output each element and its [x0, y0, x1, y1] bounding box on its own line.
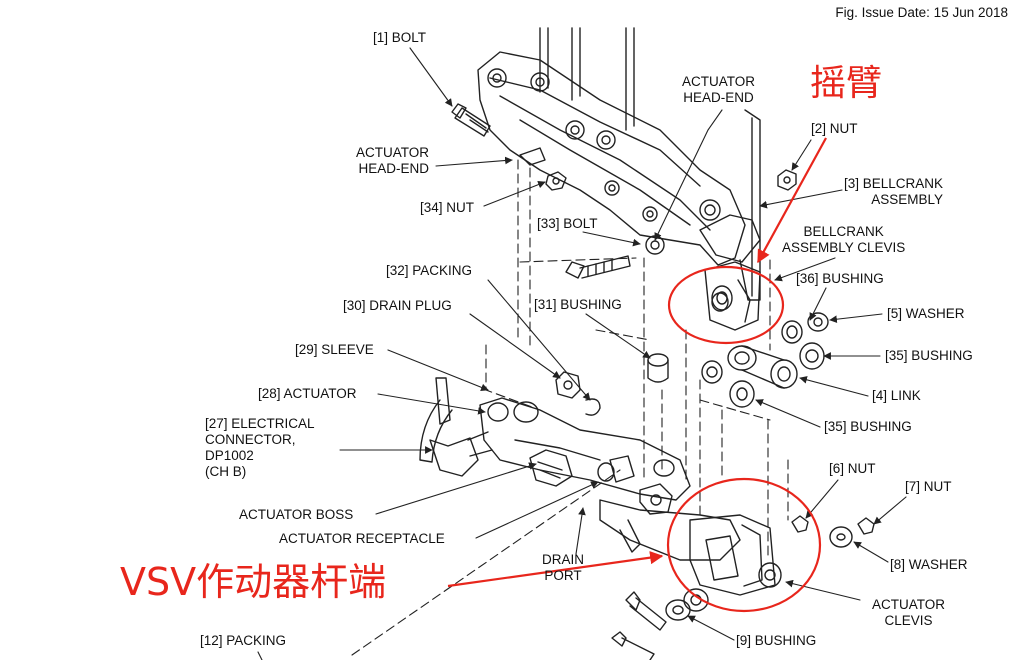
- rod-end-arrow: [447, 551, 664, 588]
- label-packing-32: [32] PACKING: [386, 263, 473, 278]
- leader-lines: [257, 47, 907, 660]
- label-actuator-receptacle: ACTUATOR RECEPTACLE: [279, 531, 445, 546]
- label-sleeve-29: [29] SLEEVE: [295, 342, 374, 357]
- link-bushings-art: [701, 292, 829, 408]
- red-annotations: [447, 137, 827, 613]
- label-washer-5: [5] WASHER: [887, 306, 965, 321]
- rod-end-circle: [666, 477, 822, 613]
- label-bolt-33: [33] BOLT: [537, 216, 598, 231]
- label-bushing-36: [36] BUSHING: [796, 271, 884, 286]
- issue-date: Fig. Issue Date: 15 Jun 2018: [835, 5, 1008, 20]
- label-washer-8: [8] WASHER: [890, 557, 968, 572]
- label-packing-12: [12] PACKING: [200, 633, 287, 648]
- label-bolt-1: [1] BOLT: [373, 30, 427, 45]
- label-bushing-31: [31] BUSHING: [534, 297, 622, 312]
- nut-2-art: [777, 169, 797, 191]
- label-bushing-35a: [35] BUSHING: [885, 348, 973, 363]
- rocker-arm-arrow: [757, 137, 827, 264]
- bushing-31-art: [647, 353, 669, 383]
- rocker-arm-circle: [667, 265, 785, 345]
- label-nut-34: [34] NUT: [420, 200, 475, 215]
- label-drain-plug-30: [30] DRAIN PLUG: [343, 298, 452, 313]
- label-nut-6: [6] NUT: [829, 461, 876, 476]
- label-nut-2: [2] NUT: [811, 121, 858, 136]
- label-bushing-35b: [35] BUSHING: [824, 419, 912, 434]
- bellcrank-housing: [477, 51, 761, 301]
- assembly-center-lines: [351, 159, 789, 656]
- label-actuator-head-end-left: ACTUATOR HEAD-END: [356, 145, 430, 176]
- label-bellcrank-clevis: BELLCRANK ASSEMBLY CLEVIS: [782, 224, 906, 255]
- connector-27-art: [419, 377, 493, 477]
- nut-34-art: [545, 171, 567, 191]
- vsv-actuator-body: [479, 397, 741, 561]
- drain-plug-art: [555, 371, 601, 416]
- label-actuator-clevis: ACTUATOR CLEVIS: [872, 597, 946, 628]
- callout-vsv-rod-end: VSV作动器杆端: [120, 560, 387, 604]
- label-connector-27: [27] ELECTRICAL CONNECTOR, DP1002 (CH B): [205, 416, 315, 479]
- label-link-4: [4] LINK: [872, 388, 921, 403]
- label-bellcrank-3: [3] BELLCRANK ASSEMBLY: [844, 176, 944, 207]
- bolt-33-art: [565, 255, 631, 279]
- label-actuator-boss: ACTUATOR BOSS: [239, 507, 354, 522]
- bolt-1-art: [451, 103, 491, 137]
- callout-rocker-arm: 摇臂: [810, 63, 883, 104]
- label-nut-7: [7] NUT: [905, 479, 952, 494]
- actuator-clevis-art: [683, 514, 782, 612]
- label-bushing-9: [9] BUSHING: [736, 633, 817, 648]
- upper-rods: [539, 27, 635, 131]
- small-parts-art: [611, 515, 875, 660]
- bellcrank-clevis-art: [704, 261, 761, 331]
- label-actuator-28: [28] ACTUATOR: [258, 386, 357, 401]
- label-drain-port: DRAIN PORT: [542, 552, 585, 583]
- label-actuator-head-end-top: ACTUATOR HEAD-END: [682, 74, 756, 105]
